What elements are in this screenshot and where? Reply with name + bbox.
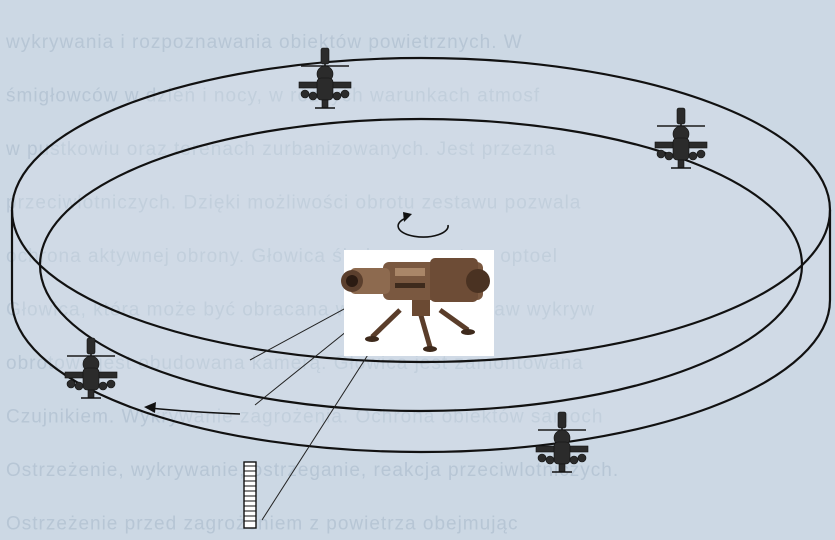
- helicopter-right-icon: [654, 107, 708, 169]
- ring-bottom-edge: [10, 210, 832, 454]
- helicopter-left-icon: [64, 337, 118, 399]
- optical-tracking-head-icon: [341, 250, 494, 356]
- background-text-line: przeciwlotniczych. Dzięki możliwości obr…: [6, 193, 581, 214]
- background-text-line: śmigłowców w dzień i nocy, w różnych war…: [6, 86, 540, 107]
- background-text-line: wykrywania i rozpoznawania obiektów powi…: [5, 32, 523, 53]
- ring-inner-top-edge: [38, 117, 804, 266]
- curved-rotation-arrow-icon: [397, 212, 449, 238]
- ring-inner-bottom-edge: [38, 264, 804, 413]
- vertical-scanning-ladder-icon: [243, 461, 257, 529]
- helicopter-top-icon: [298, 47, 352, 109]
- background-text-line: Ostrzeżenie, wykrywanie, ostrzeganie, re…: [6, 460, 619, 481]
- arrow-left-icon: [144, 402, 241, 415]
- background-text-line: Ostrzeżenie przed zagrożeniem z powietrz…: [6, 514, 519, 535]
- background-text-line: w pustkowiu oraz terenach zurbanizowanyc…: [5, 139, 556, 160]
- helicopter-bottom-icon: [535, 411, 589, 473]
